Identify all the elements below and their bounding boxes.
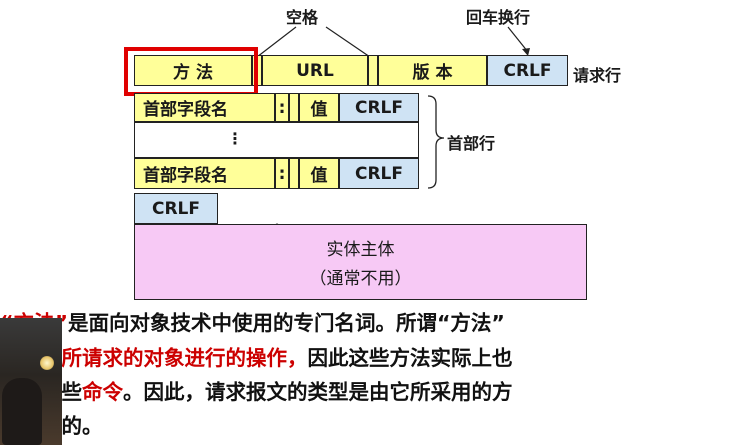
method-field: 方 法 [134,55,252,86]
caption-command-term: 命令 [82,380,123,404]
caption-line-1-rest: 是面向对象技术中使用的专门名词。所谓“方法” [67,311,505,335]
header-field-name-2: 首部字段名 [134,158,275,189]
caption-line-2-rest: 因此这些方法实际上也 [307,346,513,370]
caption-line-3: 就是一些命令。因此，请求报文的类型是由它所采用的方 [0,375,513,405]
lamp-glow [40,356,54,370]
presenter-video-overlay [0,318,62,445]
header-sep-1 [289,93,299,122]
url-field: URL [262,55,368,86]
header-colon-2: : [275,158,289,189]
caption-line-1: “方法”是面向对象技术中使用的专门名词。所谓“方法” [0,306,505,336]
crlf-top-label: 回车换行 [466,8,531,27]
header-lines-label: 首部行 [447,134,496,153]
header-field-name-1: 首部字段名 [134,93,275,122]
space-bar-2 [368,55,378,86]
method-highlight-box [124,47,258,96]
header-colon-1: : [275,93,289,122]
header-ellipsis-row: ⋮ [134,122,419,158]
presenter-silhouette [2,378,42,445]
header-sep-2 [289,158,299,189]
caption-line-2: 就是对所请求的对象进行的操作，因此这些方法实际上也 [0,341,513,371]
header-ellipsis: ⋮ [227,129,243,148]
version-field: 版 本 [378,55,487,86]
blank-line-crlf: CRLF [134,193,218,224]
request-line-crlf: CRLF [487,55,568,86]
request-line-label: 请求行 [573,66,622,85]
space-label: 空格 [286,8,319,27]
header-value-2: 值 [299,158,339,189]
entity-body: 实体主体 （通常不用） [134,224,587,300]
entity-body-title: 实体主体 [326,240,395,260]
entity-body-note: （通常不用） [309,269,412,289]
caption-line-3-rest: 。因此，请求报文的类型是由它所采用的方 [123,380,513,404]
header-crlf-2: CRLF [339,158,419,189]
header-value-1: 值 [299,93,339,122]
header-crlf-1: CRLF [339,93,419,122]
